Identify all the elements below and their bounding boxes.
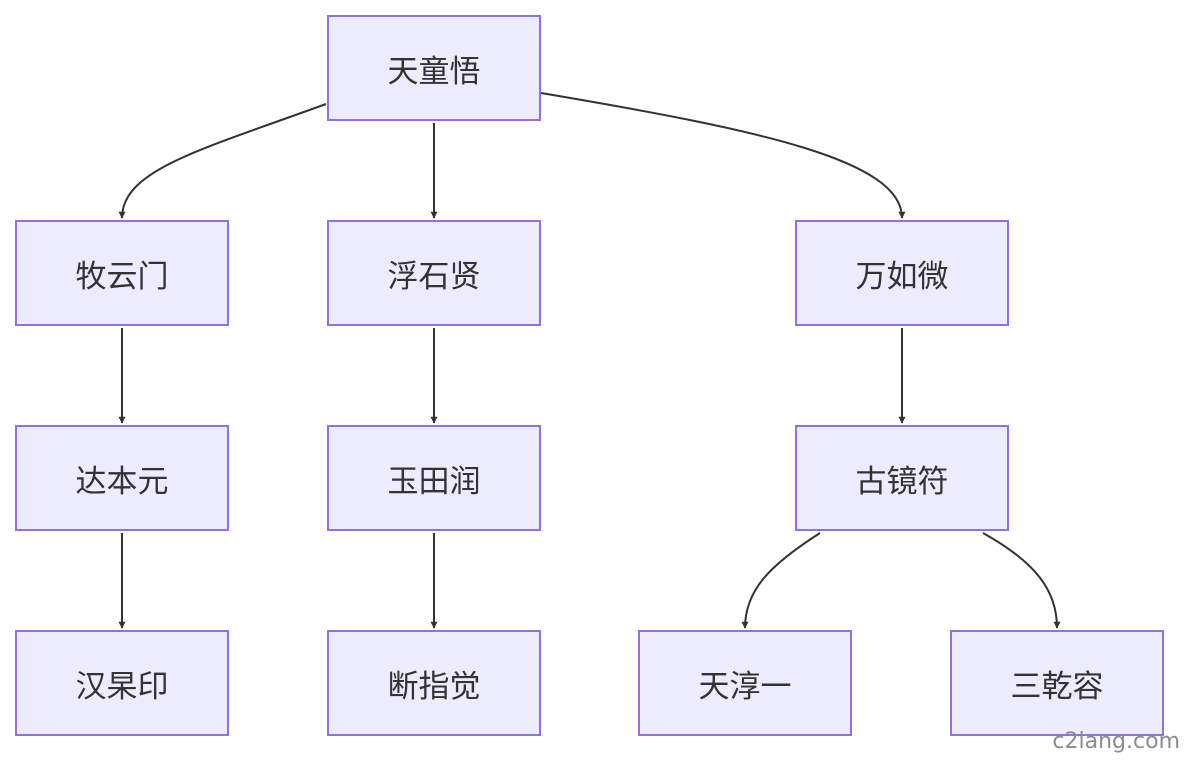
node-label: 浮石贤 [387,258,481,295]
node-wanruwei: 万如微 [795,220,1009,326]
node-dabenyuan: 达本元 [15,425,229,531]
node-hanguoyin: 汉杲印 [15,630,229,736]
node-sanqianrong: 三乾容 [950,630,1164,736]
node-label: 汉杲印 [75,668,169,705]
edge-root-muyunmen [118,103,327,219]
node-label: 达本元 [75,463,169,500]
node-label: 三乾容 [1010,668,1104,705]
edge-gujingfu-tianchunyi [741,532,821,629]
edge-gujingfu-sanqianrong [982,532,1061,629]
node-tianchunyi: 天淳一 [638,630,852,736]
node-label: 古镜符 [855,463,949,500]
node-duanzhijue: 断指觉 [327,630,541,736]
edge-root-wanruwei [540,92,906,219]
node-label: 牧云门 [75,258,169,295]
node-label: 天淳一 [698,668,792,705]
node-yutianrun: 玉田润 [327,425,541,531]
node-label: 万如微 [855,258,949,295]
node-root: 天童悟 [327,15,541,121]
watermark: c2lang.com [1052,729,1180,754]
node-label: 断指觉 [387,668,481,705]
node-label: 玉田润 [387,463,481,500]
node-label: 天童悟 [387,53,481,90]
node-fushixian: 浮石贤 [327,220,541,326]
node-gujingfu: 古镜符 [795,425,1009,531]
node-muyunmen: 牧云门 [15,220,229,326]
